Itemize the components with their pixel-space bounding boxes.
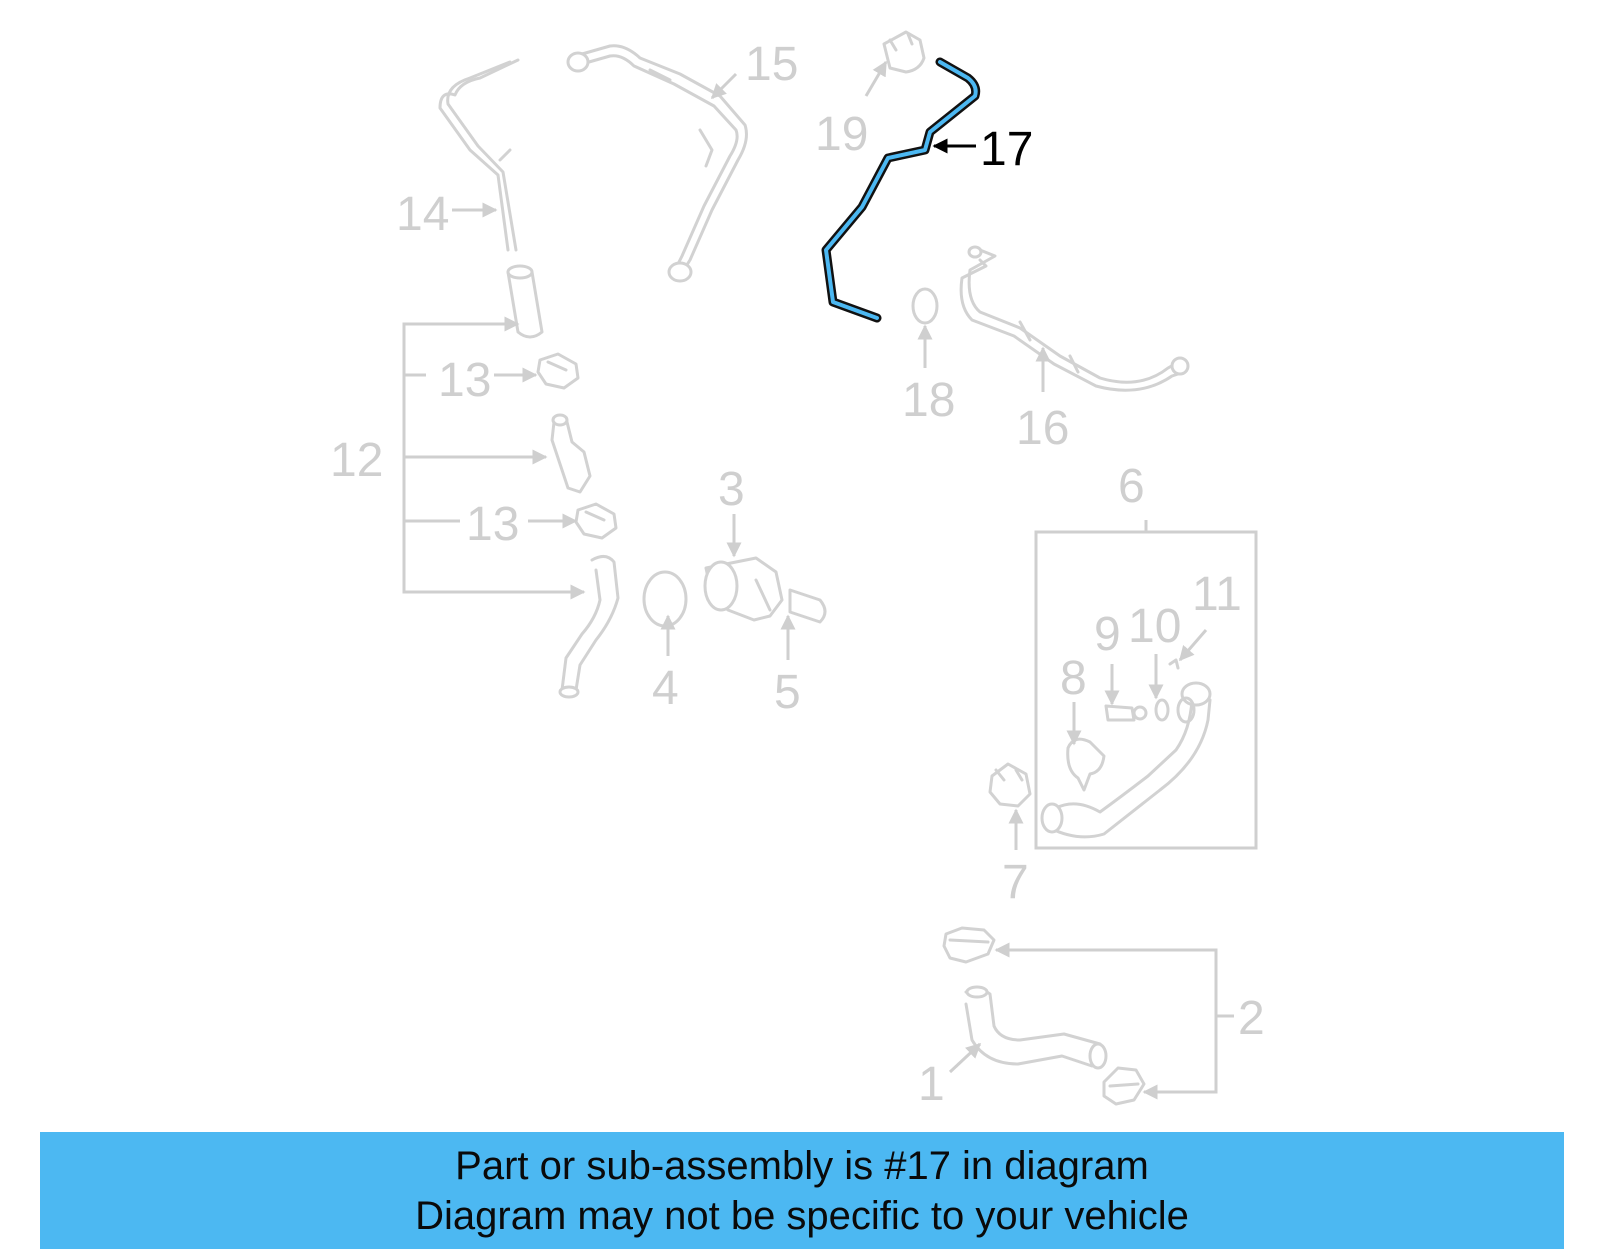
callout-6: 6 xyxy=(1118,460,1145,513)
part-7-clamp[interactable] xyxy=(988,762,1032,808)
callout-14: 14 xyxy=(396,188,449,241)
part-4-o-ring[interactable] xyxy=(642,570,688,628)
part-5-pipe[interactable] xyxy=(788,588,827,624)
part-10-o-ring[interactable] xyxy=(1154,698,1170,722)
part-8-clip[interactable] xyxy=(1066,737,1106,792)
part-13-clamp-upper[interactable] xyxy=(536,352,580,390)
part-3-housing[interactable] xyxy=(703,556,784,622)
part-18-o-ring[interactable] xyxy=(911,287,939,325)
part-17-pipe-highlighted[interactable] xyxy=(821,57,981,323)
callout-11: 11 xyxy=(1192,568,1242,621)
callout-18: 18 xyxy=(902,374,955,427)
callout-7: 7 xyxy=(1002,856,1029,909)
callout-19: 19 xyxy=(815,108,868,161)
callout-9: 9 xyxy=(1094,608,1121,661)
part-16-tube[interactable] xyxy=(959,245,1190,392)
callout-15: 15 xyxy=(745,38,798,91)
part-2-clamp-upper[interactable] xyxy=(942,926,996,964)
callout-8: 8 xyxy=(1060,652,1087,705)
callout-3: 3 xyxy=(718,463,745,516)
part-12-hose-upper[interactable] xyxy=(506,264,544,339)
part-15-tube[interactable] xyxy=(566,44,748,283)
banner-line-part-number: Part or sub-assembly is #17 in diagram xyxy=(455,1143,1149,1188)
info-banner: Part or sub-assembly is #17 in diagram D… xyxy=(40,1132,1564,1249)
part-6-hose[interactable] xyxy=(1040,681,1212,839)
callout-17: 17 xyxy=(980,123,1033,176)
part-1-hose[interactable] xyxy=(964,985,1108,1070)
callout-2: 2 xyxy=(1238,992,1265,1045)
callout-4: 4 xyxy=(652,662,679,715)
banner-line-disclaimer: Diagram may not be specific to your vehi… xyxy=(415,1193,1189,1238)
part-19-clamp[interactable] xyxy=(882,30,926,74)
part-2-clamp-lower[interactable] xyxy=(1102,1066,1146,1106)
exploded-parts-diagram: 15 19 17 14 18 16 13 12 13 3 6 11 9 10 8… xyxy=(330,30,1265,1111)
callout-13-lower: 13 xyxy=(466,498,519,551)
callout-16: 16 xyxy=(1016,402,1069,455)
part-11-clip[interactable] xyxy=(1168,658,1180,670)
callout-13-upper: 13 xyxy=(438,354,491,407)
part-9-sensor[interactable] xyxy=(1104,704,1148,722)
callout-10: 10 xyxy=(1128,600,1181,653)
callout-12: 12 xyxy=(330,434,383,487)
part-13-clamp-lower[interactable] xyxy=(574,502,618,540)
part-14-hose[interactable] xyxy=(438,58,520,252)
callout-1: 1 xyxy=(918,1058,945,1111)
part-12-connector[interactable] xyxy=(550,413,592,494)
callout-5: 5 xyxy=(774,666,801,719)
part-12-hose-lower[interactable] xyxy=(558,555,620,699)
